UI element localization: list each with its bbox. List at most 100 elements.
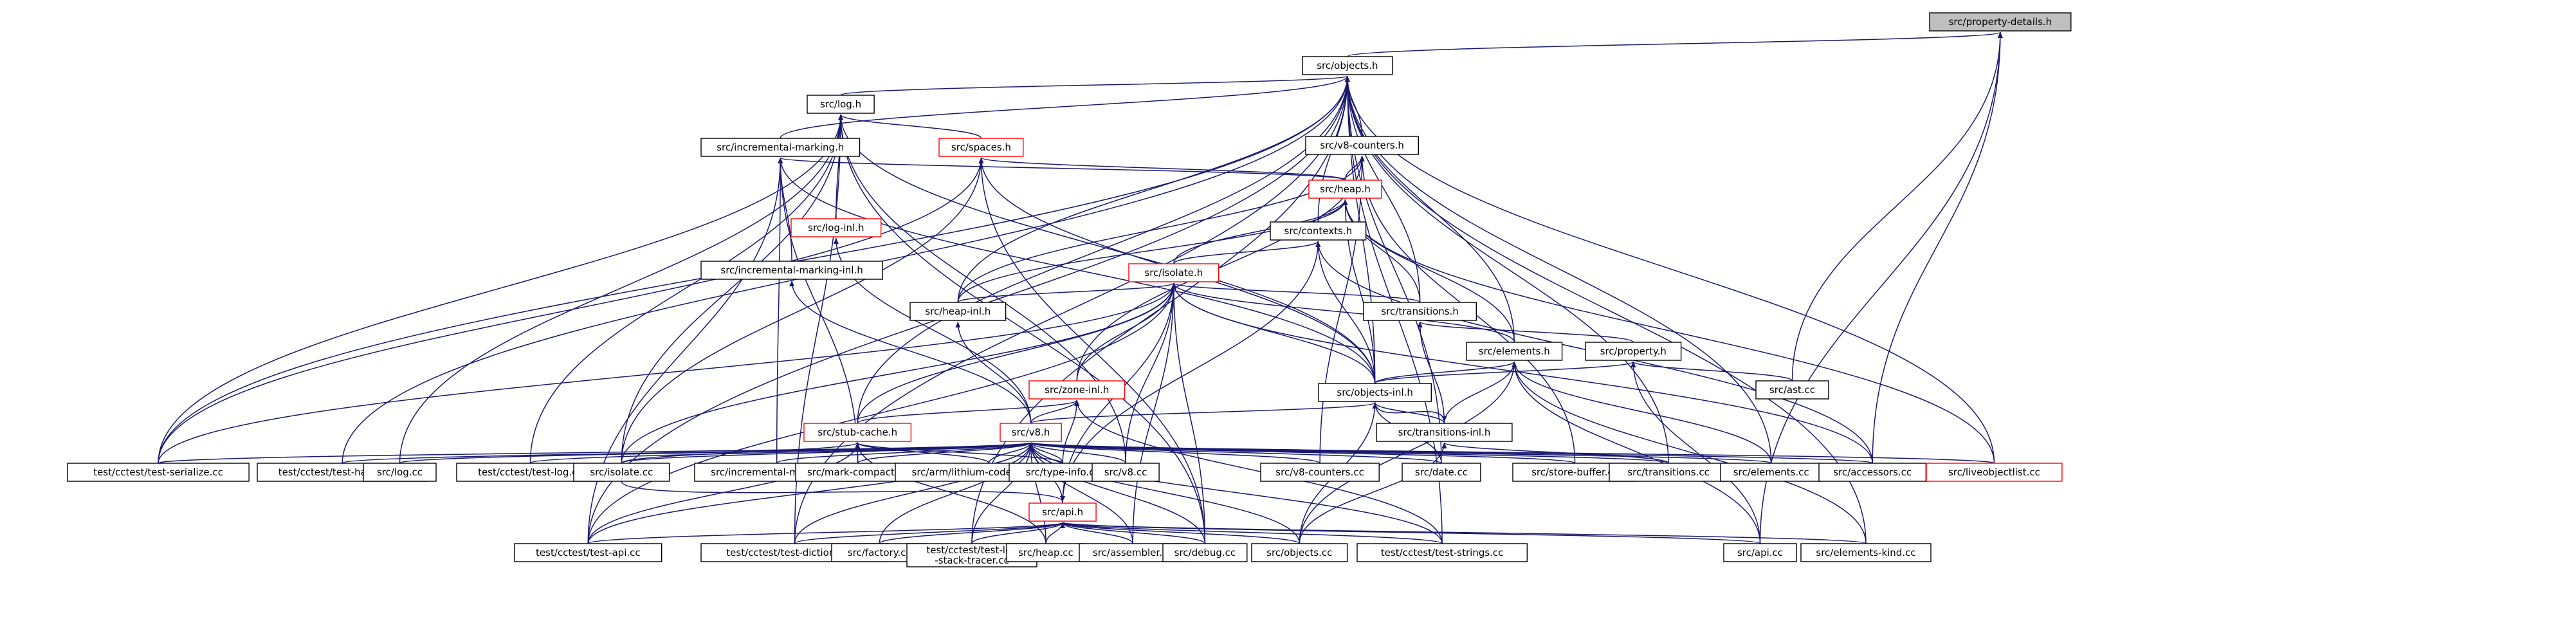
node-label: src/v8.h [1012,427,1050,438]
node-box [1609,463,1728,482]
node-label: src/objects.h [1317,60,1378,71]
node-label: src/incremental-marking.h [717,142,844,153]
node-label: src/transitions-inl.h [1398,427,1491,438]
node-property-h[interactable]: src/property.h [1585,342,1682,361]
node-box [1926,463,2063,482]
node-label: src/elements.h [1479,345,1550,357]
node-test-test-serialize-cc[interactable]: test/cctest/test-serialize.cc [67,463,250,482]
node-date-cc[interactable]: src/date.cc [1402,463,1481,482]
node-accessors-cc[interactable]: src/accessors.cc [1818,463,1927,482]
edge-debug-cc-to-api-h [1060,522,1206,544]
node-box [1585,342,1682,361]
node-box [1318,383,1432,402]
edge-test-test-strings-cc-to-zone-inl-h [1074,400,1443,544]
edge-test-test-log-stack-tracer-cc-to-v8-h [971,442,1034,544]
node-label: test/cctest/test-strings.cc [1381,547,1504,558]
node-label: src/heap.h [1320,183,1371,195]
node-box [700,261,883,280]
node-incremental-marking-h[interactable]: src/incremental-marking.h [700,138,861,157]
node-log-h[interactable]: src/log.h [807,95,875,114]
edge-isolate-h-to-heap-h [1173,199,1348,264]
node-label: src/isolate.cc [590,466,653,478]
node-elements-cc[interactable]: src/elements.cc [1720,463,1823,482]
node-label: src/api.h [1042,506,1083,518]
node-box [1357,543,1528,562]
edge-isolate-cc-to-v8-h [621,442,1034,464]
edge-assembler-cc-to-v8-h [1028,442,1133,544]
edge-heap-h-to-incremental-marking-h [778,157,1346,181]
edge-contexts-h-to-heap-h [1317,199,1348,223]
node-incremental-marking-inl-h[interactable]: src/incremental-marking-inl.h [700,261,883,280]
node-transitions-cc[interactable]: src/transitions.cc [1609,463,1728,482]
node-contexts-h[interactable]: src/contexts.h [1270,221,1367,241]
edge-debug-cc-to-v8-h [1028,442,1206,544]
node-elements-kind-cc[interactable]: src/elements-kind.cc [1800,543,1932,562]
node-v8-counters-cc[interactable]: src/v8-counters.cc [1260,463,1380,482]
edge-elements-kind-cc-to-api-h [1060,522,1867,544]
edge-incremental-marking-cc-to-v8-h [776,442,1034,464]
edge-objects-inl-h-to-property-h [1374,361,1636,384]
node-isolate-h[interactable]: src/isolate.h [1128,263,1219,282]
node-box [1305,136,1420,155]
node-label: src/date.cc [1415,466,1468,478]
node-v8-counters-h[interactable]: src/v8-counters.h [1305,136,1420,155]
edge-objects-inl-h-to-transitions-inl-h [1374,401,1447,423]
node-label: src/spaces.h [951,142,1011,153]
node-stub-cache-h[interactable]: src/stub-cache.h [803,423,912,442]
node-label: src/heap.cc [1018,547,1073,558]
node-transitions-inl-h[interactable]: src/transitions-inl.h [1376,423,1513,442]
node-objects-inl-h[interactable]: src/objects-inl.h [1318,383,1432,402]
node-spaces-h[interactable]: src/spaces.h [938,138,1024,157]
node-test-test-strings-cc[interactable]: test/cctest/test-strings.cc [1357,543,1528,562]
node-elements-h[interactable]: src/elements.h [1466,342,1563,361]
node-box [1466,342,1563,361]
node-v8-cc[interactable]: src/v8.cc [1092,463,1160,482]
node-transitions-h[interactable]: src/transitions.h [1363,302,1477,321]
node-ast-cc[interactable]: src/ast.cc [1755,380,1829,400]
edge-test-test-api-cc-to-incremental-marking-h [587,157,783,544]
node-zone-inl-h[interactable]: src/zone-inl.h [1028,380,1126,400]
node-api-h[interactable]: src/api.h [1028,502,1097,522]
edge-test-test-api-cc-to-isolate-h [587,282,1176,544]
node-box [1308,180,1382,199]
edge-v8-counters-cc-to-v8-h [1028,442,1320,464]
node-label: src/stub-cache.h [818,427,897,438]
node-heap-h[interactable]: src/heap.h [1308,180,1382,199]
node-objects-h[interactable]: src/objects.h [1302,56,1393,75]
node-label: src/isolate.h [1144,267,1203,279]
edge-objects-inl-h-to-log-h [838,114,1376,384]
node-heap-inl-h[interactable]: src/heap-inl.h [909,302,1007,321]
node-label: src/zone-inl.h [1045,384,1109,396]
edge-type-info-cc-to-zone-inl-h [1062,400,1080,464]
node-objects-cc[interactable]: src/objects.cc [1251,543,1348,562]
edge-incremental-marking-inl-h-to-incremental-marking-h [778,157,792,262]
node-label: src/property-details.h [1949,16,2052,28]
node-debug-cc[interactable]: src/debug.cc [1162,543,1248,562]
edge-mark-compact-cc-to-incremental-marking-h [778,157,859,464]
node-label: test/cctest/test-api.cc [536,547,641,558]
node-label: src/transitions.h [1381,306,1459,317]
edge-test-test-serialize-cc-to-spaces-h [158,157,984,464]
node-box [1818,463,1927,482]
edge-objects-cc-to-api-h [1060,522,1301,544]
edge-v8-counters-cc-to-v8-counters-h [1319,155,1365,464]
edge-test-test-strings-cc-to-api-h [1060,522,1443,544]
edge-factory-cc-to-v8-h [879,442,1034,544]
node-log-inl-h[interactable]: src/log-inl.h [790,218,882,237]
node-liveobjectlist-cc[interactable]: src/liveobjectlist.cc [1926,463,2063,482]
node-box [1260,463,1380,482]
edge-assembler-cc-to-isolate-h [1132,282,1176,544]
node-test-test-api-cc[interactable]: test/cctest/test-api.cc [514,543,662,562]
edge-ast-cc-to-property-h [1631,361,1793,382]
node-label: src/objects-inl.h [1337,387,1413,398]
edge-test-test-strings-cc-to-v8-h [1028,442,1443,544]
node-box [1000,423,1062,442]
node-v8-h[interactable]: src/v8.h [1000,423,1062,442]
node-isolate-cc[interactable]: src/isolate.cc [573,463,670,482]
node-heap-cc[interactable]: src/heap.cc [1006,543,1086,562]
node-api-cc[interactable]: src/api.cc [1723,543,1797,562]
edge-isolate-cc-to-isolate-h [621,282,1176,464]
node-property-details-h[interactable]: src/property-details.h [1929,12,2072,32]
node-log-cc[interactable]: src/log.cc [363,463,437,482]
edge-isolate-h-to-contexts-h [1173,241,1321,264]
